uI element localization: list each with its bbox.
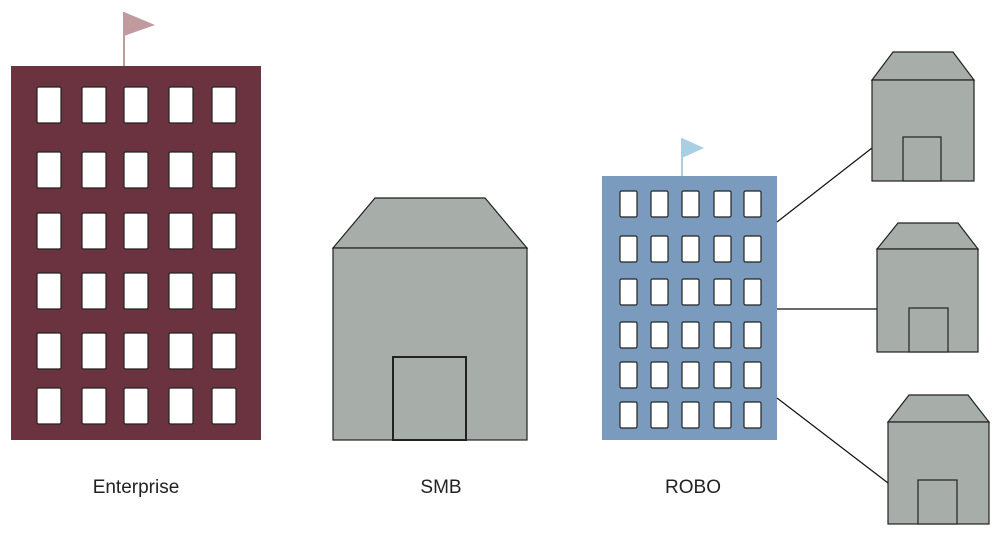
window [713,235,732,263]
window [681,190,700,218]
connector-line [776,147,873,223]
branch-house-icon [875,222,980,353]
window [81,151,107,189]
window [681,235,700,263]
window [743,401,762,429]
window [123,151,149,189]
window [36,212,62,250]
window [81,387,107,425]
window [619,235,638,263]
window [36,387,62,425]
window [619,361,638,389]
door [392,356,467,441]
robo-flag-icon [682,138,704,158]
window [211,332,237,370]
window [650,278,669,306]
window [713,190,732,218]
branch-house-icon [886,394,991,525]
window [168,387,194,425]
window [743,235,762,263]
window [650,235,669,263]
window [36,86,62,124]
enterprise-label: Enterprise [92,477,180,498]
window [743,361,762,389]
window [713,278,732,306]
window [81,86,107,124]
window [168,272,194,310]
window [619,190,638,218]
window [123,86,149,124]
smb-label: SMB [420,477,462,498]
window [713,401,732,429]
window [713,321,732,349]
window [681,278,700,306]
window [650,190,669,218]
window [681,321,700,349]
window [211,272,237,310]
window [681,361,700,389]
window [123,212,149,250]
window [123,272,149,310]
window [36,151,62,189]
window [81,332,107,370]
window [619,401,638,429]
window [81,212,107,250]
window [211,212,237,250]
window [650,361,669,389]
window [650,321,669,349]
window [168,86,194,124]
window [123,387,149,425]
branch-house-icon [870,51,976,182]
window [168,151,194,189]
enterprise-building-icon [11,12,261,440]
connector-line [776,397,889,484]
window [619,278,638,306]
window [743,190,762,218]
smb-house-icon [331,197,529,441]
window [619,321,638,349]
window [168,212,194,250]
window [211,86,237,124]
window [211,387,237,425]
window [81,272,107,310]
window [36,332,62,370]
window [168,332,194,370]
window [211,151,237,189]
robo-label: ROBO [665,477,721,498]
window [743,278,762,306]
window [681,401,700,429]
robo-building-icon [602,138,777,440]
window [713,361,732,389]
enterprise-flag-icon [124,12,155,36]
window [743,321,762,349]
window [123,332,149,370]
window [650,401,669,429]
window [36,272,62,310]
